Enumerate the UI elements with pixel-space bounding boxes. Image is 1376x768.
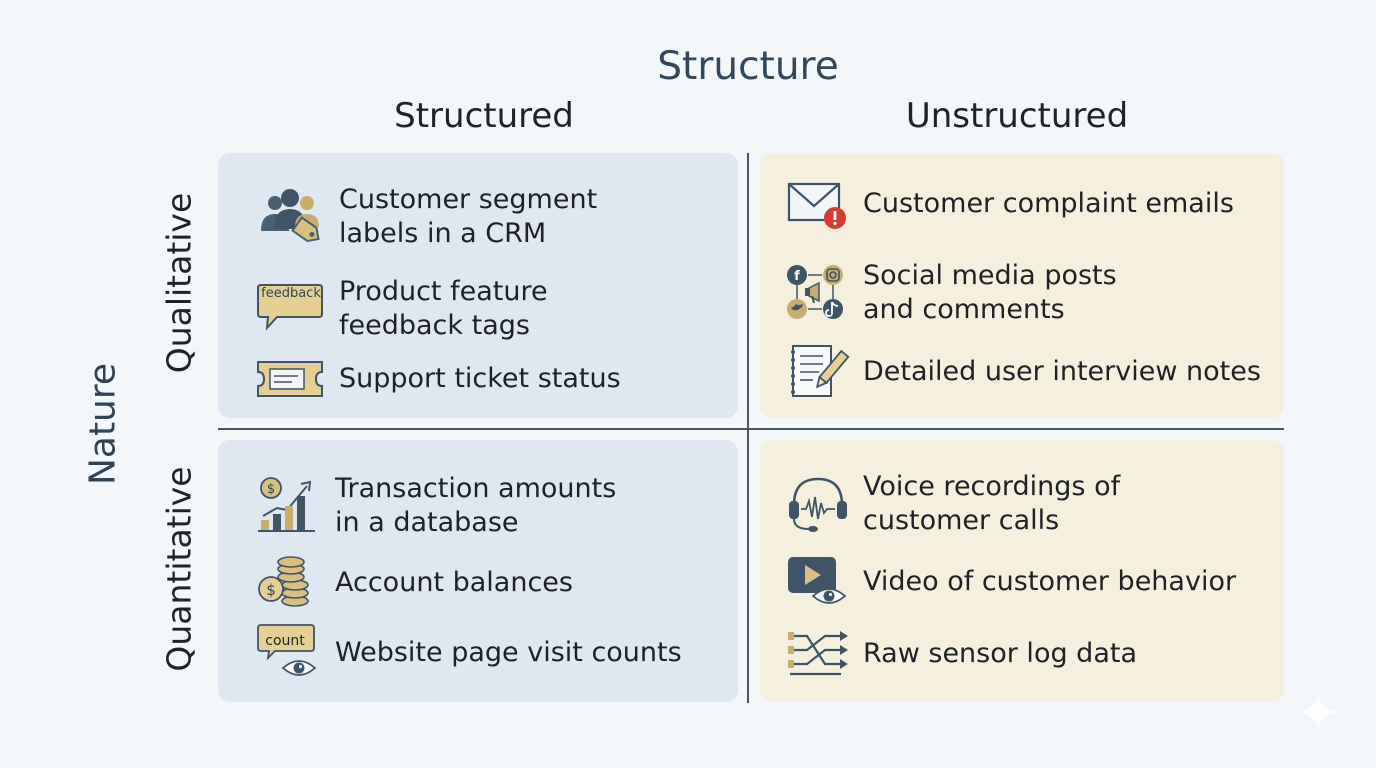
video-eye-icon: [785, 554, 855, 610]
headset-waveform-icon: [785, 473, 855, 535]
item-label-line1: Customer complaint emails: [863, 188, 1234, 219]
list-item: Raw sensor log data: [785, 626, 1137, 682]
feedback-icon-text: feedback: [261, 286, 321, 301]
row-header-qualitative: Qualitative: [159, 192, 199, 374]
list-item: Customer complaint emails: [785, 176, 1234, 232]
item-label-line1: Website page visit counts: [335, 637, 682, 668]
item-label-line1: Detailed user interview notes: [863, 356, 1261, 387]
list-item: Detailed user interview notes: [785, 344, 1261, 400]
column-header-structured: Structured: [394, 96, 574, 136]
nature-axis-title: Nature: [82, 362, 124, 486]
growth-chart-icon: $: [255, 476, 319, 536]
list-item: feedback Product feature feedback tags: [255, 275, 548, 343]
quadrant-unstructured-quantitative: [760, 440, 1284, 702]
social-media-icon: f: [785, 265, 855, 321]
item-label-line1: Product feature: [339, 276, 548, 307]
item-label-line2: and comments: [863, 294, 1065, 325]
row-header-quantitative: Quantitative: [159, 466, 199, 672]
list-item: Voice recordings of customer calls: [785, 470, 1120, 538]
item-label-line1: Voice recordings of: [863, 471, 1121, 502]
item-label-line1: Account balances: [335, 567, 573, 598]
item-label-line2: in a database: [335, 507, 519, 538]
sensor-data-icon: [785, 626, 855, 682]
item-label-line2: customer calls: [863, 505, 1060, 536]
coins-stack-icon: $: [255, 555, 319, 611]
horizontal-divider: [218, 428, 1284, 430]
structure-axis-title: Structure: [657, 44, 839, 89]
item-label-line2: labels in a CRM: [339, 218, 547, 249]
quadrant-unstructured-qualitative: [760, 153, 1284, 418]
item-label-line1: Transaction amounts: [335, 473, 617, 504]
feedback-bubble-icon: [255, 281, 325, 337]
email-alert-icon: [785, 176, 855, 232]
people-tag-icon: [255, 189, 325, 245]
svg-text:f: f: [794, 269, 800, 284]
list-item: f Social media posts and comments: [785, 259, 1117, 327]
count-eye-icon: [255, 624, 319, 682]
svg-text:$: $: [266, 581, 276, 599]
item-label-line2: feedback tags: [339, 310, 530, 341]
notepad-pencil-icon: [785, 344, 855, 400]
item-label-line1: Social media posts: [863, 260, 1117, 291]
item-label-line1: Support ticket status: [339, 363, 621, 394]
list-item: $ Transaction amounts in a database: [255, 472, 616, 540]
list-item: Video of customer behavior: [785, 554, 1236, 610]
item-label-line1: Customer segment: [339, 184, 598, 215]
count-icon-text: count: [265, 633, 305, 649]
item-label-line1: Video of customer behavior: [863, 566, 1237, 597]
list-item: Support ticket status: [255, 351, 621, 407]
ticket-icon: [255, 351, 325, 407]
item-label-line1: Raw sensor log data: [863, 638, 1137, 669]
list-item: $ Account balances: [255, 555, 573, 611]
column-header-unstructured: Unstructured: [905, 96, 1129, 136]
svg-text:$: $: [267, 482, 275, 497]
sparkle-icon: [1296, 690, 1340, 738]
list-item: Customer segment labels in a CRM: [255, 183, 597, 251]
list-item: count Website page visit counts: [255, 624, 682, 682]
